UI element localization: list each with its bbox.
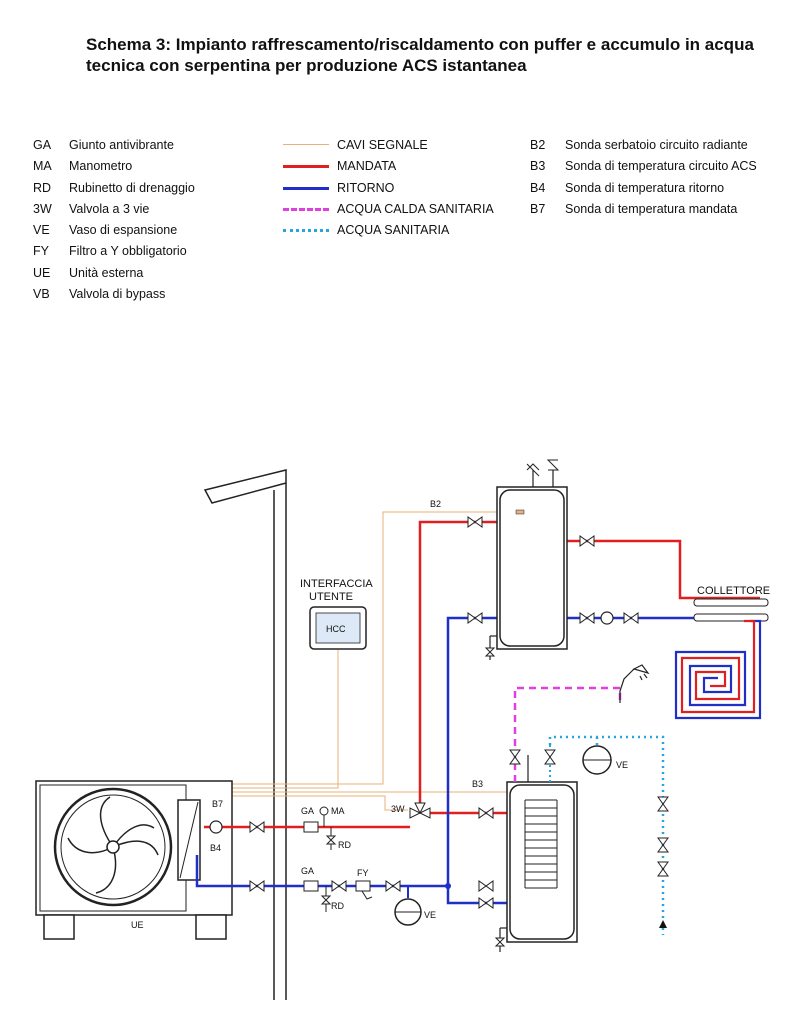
legend-line-swatch [283,165,329,169]
legend-item: B7 Sonda di temperatura mandata [530,201,780,222]
legend-desc: Sonda di temperatura ritorno [565,180,725,195]
outdoor-unit: UE [35,780,233,940]
expansion-vessel-right: VE [582,745,628,775]
legend-code: VB [33,287,50,302]
legend-desc: Vaso di espansione [69,223,178,238]
ma-label: MA [331,806,345,816]
legend-item: B3 Sonda di temperatura circuito ACS [530,158,780,179]
expansion-vessel-bottom: VE [394,886,436,926]
ve-bottom-label: VE [424,910,436,920]
radiant-floor [674,619,762,720]
three-way-valve [409,802,431,819]
legend-code: B7 [530,201,546,216]
legend-desc: Filtro a Y obbligatorio [69,244,187,259]
page-title: Schema 3: Impianto raffrescamento/riscal… [86,35,754,75]
ue-label: UE [131,920,144,930]
legend-desc: Sonda serbatoio circuito radiante [565,138,748,152]
ga-top-label: GA [301,806,314,816]
legend-code: UE [33,265,51,280]
collettore-label: COLLETTORE [697,585,770,597]
signal-cables [196,511,541,811]
y-filter [355,880,373,900]
legend-item: RD Rubinetto di drenaggio [33,180,263,201]
fy-label: FY [357,868,369,878]
valves [249,516,669,909]
cold-water-pipes [548,735,665,935]
legend-item: 3W Valvola a 3 vie [33,201,263,222]
legend-item: MA Manometro [33,158,263,179]
pumps [209,611,614,834]
legend-item: GA Giunto antivibrante [33,137,263,158]
collettore: COLLETTORE [693,585,770,622]
legend-desc: Sonda di temperatura circuito ACS [565,159,757,174]
legend-code: MA [33,159,52,174]
legend-item: B2 Sonda serbatoio circuito radiante [530,137,780,158]
legend-item: ACQUA SANITARIA [283,222,513,243]
drains [320,827,337,912]
legend-item: CAVI SEGNALE [283,137,513,158]
legend-line-label: MANDATA [337,159,397,174]
legend-item: VE Vaso di espansione [33,222,263,243]
legend-line-swatch [283,229,329,233]
legend-item: RITORNO [283,180,513,201]
three-w-label: 3W [391,804,405,814]
legend-desc: Manometro [69,159,133,174]
dhw-tank [494,745,578,952]
b3-label: B3 [472,779,483,789]
utente-label: UTENTE [309,591,353,603]
puffer-tank [484,459,568,660]
legend-item: UE Unità esterna [33,265,263,286]
legend-item: B4 Sonda di temperatura ritorno [530,180,780,201]
legend-code: VE [33,223,50,238]
legend-lines: CAVI SEGNALE MANDATA RITORNO ACQUA CALDA SA… [283,137,513,243]
user-interface: INTERFACCIA UTENTE HCC [300,578,373,650]
ga-bottom-label: GA [301,866,314,876]
legend-code: 3W [33,201,52,216]
building-wall [203,469,287,1000]
legend-item: VB Valvola di bypass [33,286,263,307]
legend-code: GA [33,138,52,152]
legend-item: FY Filtro a Y obbligatorio [33,243,263,264]
manometer [319,806,329,827]
legend-line-label: ACQUA SANITARIA [337,223,450,238]
b7-label: B7 [212,799,223,809]
legend-line-label: RITORNO [337,180,395,195]
legend-line-label: ACQUA CALDA SANITARIA [337,201,494,216]
legend-desc: Valvola di bypass [69,287,166,302]
legend-item: ACQUA CALDA SANITARIA [283,201,513,222]
legend-desc: Sonda di temperatura mandata [565,201,738,216]
legend-code: RD [33,180,52,195]
junction [445,883,451,889]
legend-desc: Unità esterna [69,265,144,280]
hcc-label: HCC [326,624,346,634]
shower-icon [619,664,650,703]
antivibration-joints [303,821,319,892]
b4-label: B4 [210,843,221,853]
legend-line-swatch [283,186,329,190]
legend-desc: Giunto antivibrante [69,138,174,152]
legend-line-swatch [283,144,329,145]
ve-right-label: VE [616,760,628,770]
legend-code: FY [33,244,49,259]
legend-desc: Valvola a 3 vie [69,201,150,216]
legend-item: MANDATA [283,158,513,179]
interfaccia-label: INTERFACCIA [300,578,373,590]
rd-top-label: RD [338,840,351,850]
b2-label: B2 [430,499,441,509]
legend-code: B3 [530,159,546,174]
legend-desc: Rubinetto di drenaggio [69,180,195,195]
rd-bottom-label: RD [331,901,344,911]
legend-code: B2 [530,138,546,152]
legend-line-swatch [283,207,329,211]
legend-line-label: CAVI SEGNALE [337,138,428,152]
legend-code: B4 [530,180,546,195]
inlet-arrow [659,920,667,928]
